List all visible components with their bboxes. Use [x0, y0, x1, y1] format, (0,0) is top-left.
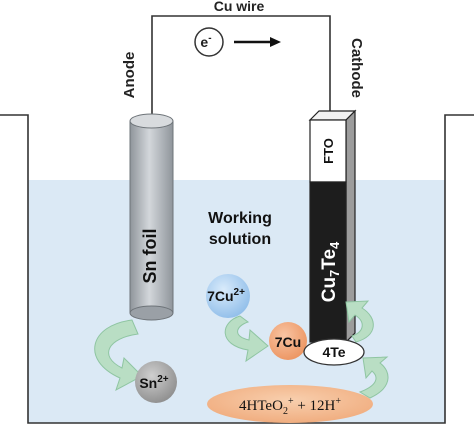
cu7te4-label: Cu7Te4: [319, 241, 342, 302]
cu-deposition-arrow: [224, 315, 269, 363]
sn-foil-label: Sn foil: [140, 229, 160, 284]
te-deposition-arrow: [358, 356, 389, 399]
electron-circle: [194, 27, 224, 57]
cu-deposit-label: 7Cu: [275, 334, 301, 350]
beaker-outline: [0, 114, 474, 424]
reactant-ellipse: [207, 385, 373, 423]
fto-label: FTO: [321, 138, 336, 164]
solution-label-line2: solution: [209, 231, 271, 248]
cu-ion-label: 7Cu2+: [207, 287, 245, 304]
sn-foil-electrode: [129, 113, 174, 321]
cu-ion-circle: [206, 274, 250, 318]
cathode-label: Cathode: [348, 38, 365, 98]
cu-deposit-circle: [269, 322, 307, 360]
film-growth-arrow: [345, 300, 374, 343]
cathode-electrode: [308, 109, 357, 344]
anode-label: Anode: [121, 52, 138, 99]
reactant-equation: 4HTeO2+ + 12H+: [239, 396, 341, 417]
fto-substrate: [309, 119, 347, 183]
cu-wire: [151, 15, 331, 118]
sn-ion-label: Sn2+: [139, 374, 168, 391]
cu7te4-film: [309, 181, 347, 343]
sn-dissolution-arrow: [94, 319, 143, 392]
solution-label-line1: Working: [208, 210, 272, 227]
electron-label: e-: [200, 33, 211, 50]
te-deposit-label: 4Te: [322, 344, 345, 360]
sn-ion-circle: [135, 361, 177, 403]
wire-label: Cu wire: [214, 0, 265, 14]
te-deposit-ellipse: [303, 338, 365, 366]
electron-flow-arrow-head: [270, 37, 281, 47]
